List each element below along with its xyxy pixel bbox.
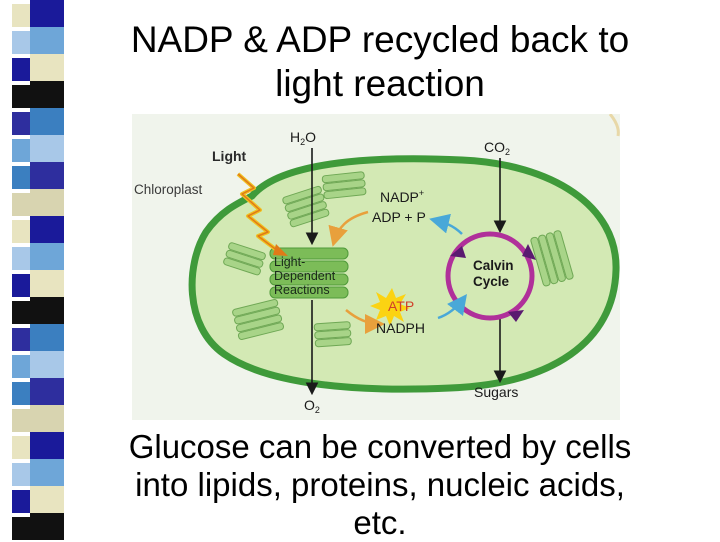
strip-square <box>12 355 30 378</box>
nadp-label: NADP+ <box>380 188 424 205</box>
lightning-arrow-head <box>273 244 288 256</box>
strip-square <box>30 189 64 216</box>
calvin-label-line-1: Calvin <box>473 258 514 273</box>
light-dependent-stack <box>269 247 349 299</box>
calvin-label-line-2: Cycle <box>473 274 510 289</box>
strip-square <box>30 297 64 324</box>
chloroplast-label: Chloroplast <box>134 182 203 197</box>
strip-square <box>12 58 30 81</box>
adp-label: ADP + P <box>372 209 426 225</box>
ldr-label-line-2: Dependent <box>274 269 336 283</box>
strip-square <box>12 166 30 189</box>
thylakoid-stack-right <box>530 230 574 287</box>
strip-square <box>12 436 30 459</box>
thylakoid-stack-top <box>321 171 367 200</box>
strip-square <box>30 351 64 378</box>
strip-square <box>30 270 64 297</box>
energy-arrow-blue-bottom <box>437 294 468 320</box>
caption-line-1: Glucose can be converted by cells <box>128 428 632 465</box>
strip-square <box>12 4 30 27</box>
ldr-label-line-3: Reactions <box>274 283 330 297</box>
strip-square <box>12 85 30 108</box>
strip-square <box>30 432 64 459</box>
thylakoid-stack-top-left <box>282 185 330 228</box>
recycle-arrow-blue-top <box>429 213 463 235</box>
atp-burst-icon <box>370 288 410 326</box>
calvin-arrow-top <box>450 246 466 258</box>
title-line-2: light reaction <box>275 63 485 104</box>
strip-square <box>12 382 30 405</box>
strip-square <box>12 490 30 513</box>
strip-square <box>12 409 30 432</box>
energy-arrow-orange-bottom <box>345 309 385 334</box>
strip-square <box>12 220 30 243</box>
strip-square <box>30 513 64 540</box>
caption-line-2: into lipids, proteins, nucleic acids, <box>135 466 625 503</box>
strip-square <box>30 27 64 54</box>
ldr-label-line-1: Light- <box>274 255 305 269</box>
strip-square <box>12 463 30 486</box>
strip-square <box>30 162 64 189</box>
strip-square <box>12 517 30 540</box>
sugars-label: Sugars <box>474 384 518 400</box>
slide-caption: Glucose can be converted by cells into l… <box>80 428 680 542</box>
strip-square <box>30 108 64 135</box>
strip-square <box>30 405 64 432</box>
nadph-label: NADPH <box>376 320 425 336</box>
strip-square <box>30 0 64 27</box>
strip-square <box>12 274 30 297</box>
photosynthesis-diagram: Light Chloroplast H2O CO2 O2 NADP+ ADP +… <box>132 114 620 420</box>
strip-square <box>30 81 64 108</box>
strip-square <box>30 459 64 486</box>
calvin-cycle-ring <box>445 231 535 321</box>
strip-square <box>30 216 64 243</box>
strip-square <box>30 54 64 81</box>
thylakoid-stack-bottom-left <box>232 299 284 340</box>
caption-line-3: etc. <box>353 504 407 541</box>
thylakoid-stack-bottom <box>313 321 352 348</box>
strip-square <box>12 247 30 270</box>
strip-square <box>30 378 64 405</box>
slide-title: NADP & ADP recycled back to light reacti… <box>80 18 680 106</box>
strip-square <box>12 301 30 324</box>
strip-square <box>30 135 64 162</box>
strip-square <box>12 139 30 162</box>
strip-square <box>12 328 30 351</box>
strip-square <box>12 31 30 54</box>
strip-square <box>12 112 30 135</box>
h2o-label: H2O <box>290 129 316 147</box>
atp-label: ATP <box>388 298 414 314</box>
light-label: Light <box>212 148 247 164</box>
o2-label: O2 <box>304 397 320 415</box>
calvin-arrow-bottom <box>508 310 524 322</box>
calvin-arrow-right <box>522 244 536 260</box>
decorative-side-strip <box>12 0 64 540</box>
co2-label: CO2 <box>484 139 510 157</box>
title-line-1: NADP & ADP recycled back to <box>130 19 630 60</box>
strip-square <box>30 324 64 351</box>
strip-square <box>12 193 30 216</box>
recycle-arrow-orange-top <box>328 210 369 247</box>
strip-square <box>30 243 64 270</box>
strip-square <box>30 486 64 513</box>
thylakoid-stack-left <box>223 242 266 276</box>
corner-arc <box>608 114 620 137</box>
